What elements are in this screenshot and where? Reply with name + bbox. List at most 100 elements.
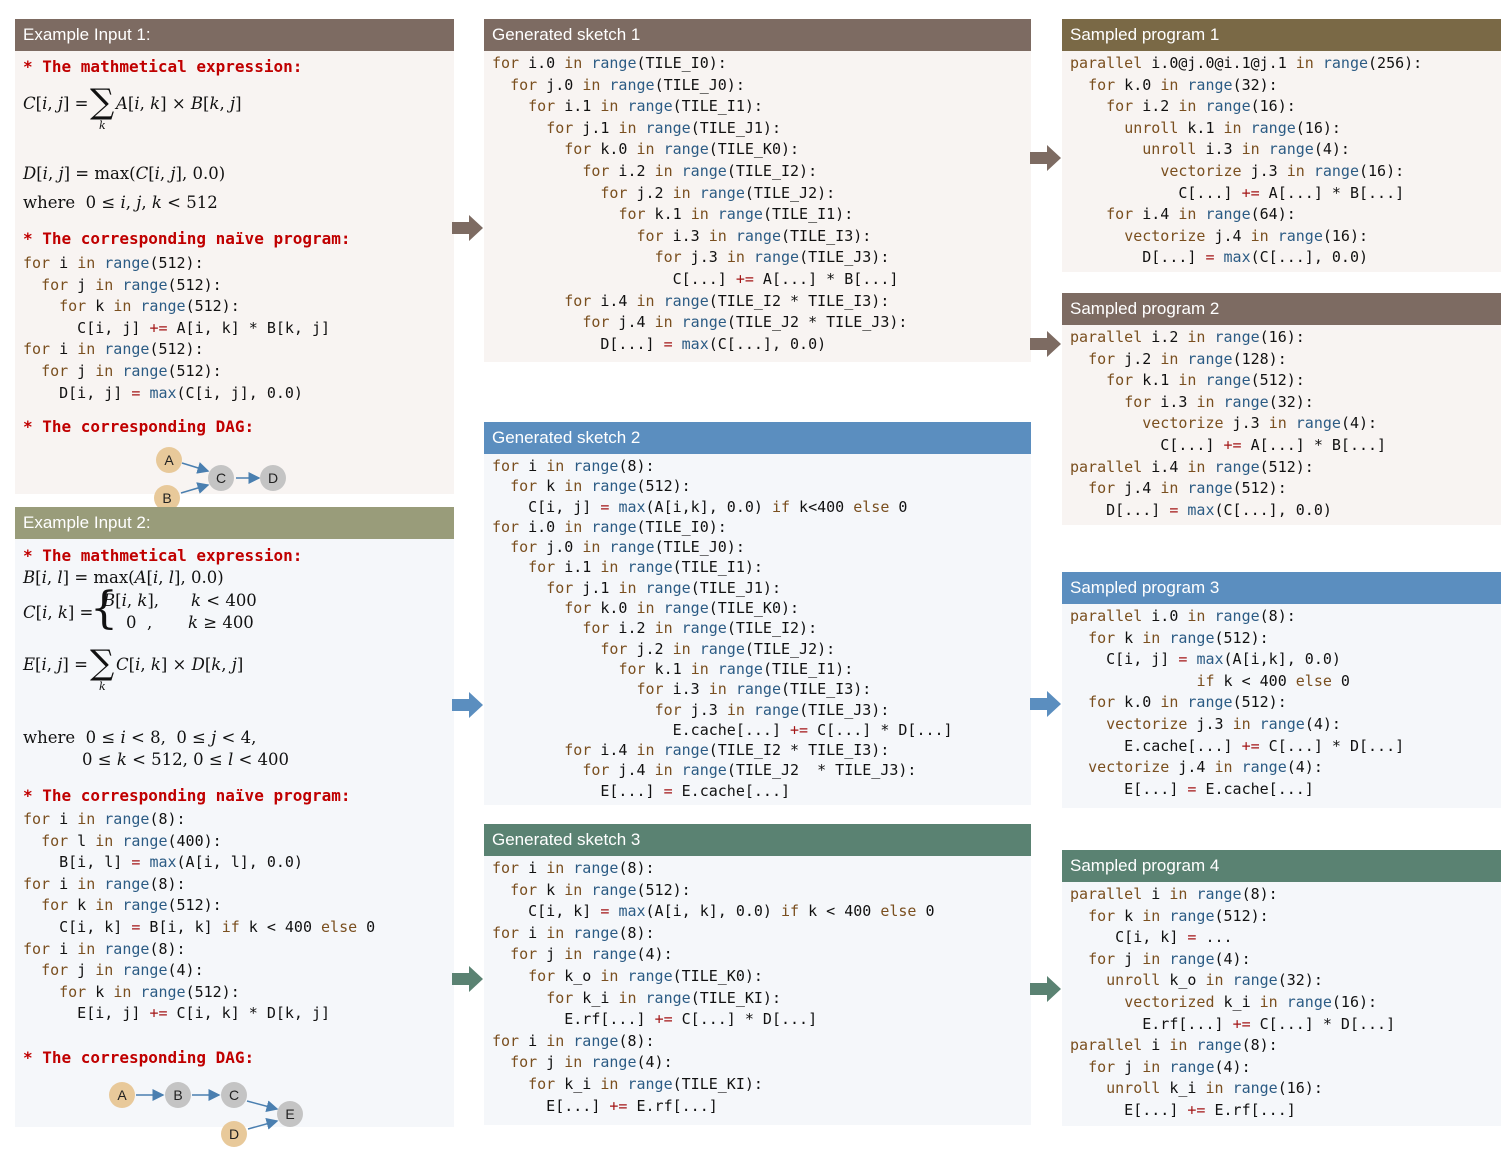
code-line: for i in range(512): xyxy=(23,340,204,359)
code-line: for k.0 in range(32): xyxy=(1088,75,1278,94)
sketch-2-title: Generated sketch 2 xyxy=(484,422,1031,454)
ex2-piecewise-lhs: C[i, k] = xyxy=(23,603,94,622)
example-input-1-panel: Example Input 1: * The mathmetical expre… xyxy=(15,19,454,511)
ex2-heading-program: * The corresponding naïve program: xyxy=(23,786,351,805)
ex1-sum-symbol: ∑ xyxy=(90,82,115,122)
program-3-code: parallel i.0 in range(8): for k in range… xyxy=(1062,604,1501,800)
example-input-2-panel: Example Input 2: * The mathmetical expre… xyxy=(15,507,454,1147)
program-1-code: parallel i.0@j.0@i.1@j.1 in range(256): … xyxy=(1062,51,1501,269)
code-line: E[...] += E.rf[...] xyxy=(1070,1100,1296,1119)
code-line: for k.1 in range(TILE_I1): xyxy=(618,205,854,224)
program-4-body: parallel i in range(8): for k in range(5… xyxy=(1062,882,1501,1126)
ex2-math-3-lhs: E[i, j] = xyxy=(23,655,94,674)
example-input-2-body: * The mathmetical expression: B[i, l] = … xyxy=(15,539,454,1147)
code-line: C[...] += A[...] * B[...] xyxy=(1070,183,1405,202)
code-line: for j.4 in range(TILE_J2 * TILE_J3): xyxy=(582,761,917,780)
code-line: for j.4 in range(512): xyxy=(1088,479,1287,498)
code-line: if k < 400 else 0 xyxy=(1196,671,1350,690)
code-line: E.cache[...] += C[...] * D[...] xyxy=(492,720,953,739)
code-line: E.rf[...] += C[...] * D[...] xyxy=(1070,1014,1396,1033)
code-line: vectorize j.3 in range(16): xyxy=(1160,161,1405,180)
arrow-sketch2-to-program3 xyxy=(1030,691,1061,717)
code-line: for k.1 in range(512): xyxy=(1106,371,1305,390)
code-line: for i.4 in range(TILE_I2 * TILE_I3): xyxy=(564,741,890,760)
code-line: for k in range(512): xyxy=(1088,906,1269,925)
program-1-body: parallel i.0@j.0@i.1@j.1 in range(256): … xyxy=(1062,51,1501,272)
code-line: for i.4 in range(TILE_I2 * TILE_I3): xyxy=(564,291,890,310)
sketch-3-panel: Generated sketch 3 for i in range(8): fo… xyxy=(484,824,1031,1125)
code-line: for k_i in range(TILE_KI): xyxy=(546,988,781,1007)
code-line: for i.0 in range(TILE_I0): xyxy=(492,54,727,72)
code-line: E[...] += E.rf[...] xyxy=(492,1096,718,1115)
code-line: vectorize j.4 in range(16): xyxy=(1124,226,1369,245)
code-line: for k in range(512): xyxy=(41,896,222,915)
ex2-edge-d-e xyxy=(247,1118,279,1130)
ex2-edge-c-e xyxy=(246,1100,279,1113)
code-line: for j.0 in range(TILE_J0): xyxy=(510,75,745,94)
program-3-panel: Sampled program 3 parallel i.0 in range(… xyxy=(1062,572,1501,808)
code-line: for j.2 in range(128): xyxy=(1088,349,1287,368)
code-line: for k_o in range(TILE_K0): xyxy=(528,966,763,985)
code-line: D[i, j] = max(C[i, j], 0.0) xyxy=(23,383,303,402)
code-line: for k_i in range(TILE_KI): xyxy=(528,1074,763,1093)
code-line: parallel i in range(8): xyxy=(1070,885,1278,903)
ex1-math-1-rhs: A[i, k] × B[k, j] xyxy=(116,94,242,113)
code-line: for j in range(4): xyxy=(1088,949,1251,968)
code-line: C[...] += A[...] * B[...] xyxy=(492,269,899,288)
ex1-math-line-3: where 0 ≤ i, j, k < 512 xyxy=(23,193,218,212)
code-line: unroll k_o in range(32): xyxy=(1106,971,1323,990)
code-line: parallel i.4 in range(512): xyxy=(1070,457,1314,476)
ex2-node-a xyxy=(109,1082,135,1108)
code-line: C[i, k] = ... xyxy=(1070,928,1233,947)
program-2-code: parallel i.2 in range(16): for j.2 in ra… xyxy=(1062,325,1501,521)
code-line: for i.1 in range(TILE_I1): xyxy=(528,558,763,577)
sketch-3-code: for i in range(8): for k in range(512): … xyxy=(484,856,1031,1117)
code-line: C[i, j] += A[i, k] * B[k, j] xyxy=(23,318,331,337)
ex2-node-e-label: E xyxy=(285,1106,294,1122)
sketch-2-body: for i in range(8): for k in range(512): … xyxy=(484,454,1031,805)
ex2-heading-dag: * The corresponding DAG: xyxy=(23,1048,255,1067)
code-line: E[...] = E.cache[...] xyxy=(1070,779,1314,798)
code-line: for i in range(8): xyxy=(492,859,655,877)
ex1-dag: A B C D xyxy=(154,447,286,511)
code-line: vectorized k_i in range(16): xyxy=(1124,992,1378,1011)
program-1-title: Sampled program 1 xyxy=(1062,19,1501,51)
sketch-1-body: for i.0 in range(TILE_I0): for j.0 in ra… xyxy=(484,51,1031,362)
program-4-code: parallel i in range(8): for k in range(5… xyxy=(1062,882,1501,1122)
code-line: D[...] = max(C[...], 0.0) xyxy=(1070,248,1369,267)
code-line: E.cache[...] += C[...] * D[...] xyxy=(1070,736,1405,755)
ex2-piecewise-cond-2: k ≥ 400 xyxy=(188,613,254,632)
code-line: for i.3 in range(TILE_I3): xyxy=(636,680,872,699)
ex2-node-b-label: B xyxy=(173,1087,182,1103)
code-line: for i in range(8): xyxy=(492,1031,655,1050)
code-line: for j.2 in range(TILE_J2): xyxy=(600,183,836,202)
sketch-1-title: Generated sketch 1 xyxy=(484,19,1031,51)
code-line: for k.1 in range(TILE_I1): xyxy=(618,659,854,678)
ex2-node-d-label: D xyxy=(229,1126,239,1142)
example-input-2-title: Example Input 2: xyxy=(15,507,454,539)
code-line: D[...] = max(C[...], 0.0) xyxy=(492,334,827,353)
program-2-body: parallel i.2 in range(16): for j.2 in ra… xyxy=(1062,325,1501,525)
ex2-piecewise-brace: { xyxy=(90,583,118,634)
code-line: for k in range(512): xyxy=(59,297,240,316)
code-line: parallel i in range(8): xyxy=(1070,1036,1278,1055)
code-line: for i in range(8): xyxy=(23,810,186,828)
code-line: for k.0 in range(TILE_K0): xyxy=(564,140,800,159)
code-line: for i in range(8): xyxy=(492,457,655,475)
ex2-piecewise-case-1: B[i, k], xyxy=(103,591,160,610)
code-line: for i.4 in range(64): xyxy=(1106,205,1296,224)
code-line: for j.3 in range(TILE_J3): xyxy=(654,700,890,719)
ex1-node-c xyxy=(208,465,234,491)
program-3-title: Sampled program 3 xyxy=(1062,572,1501,604)
code-line: unroll k_i in range(16): xyxy=(1106,1079,1323,1098)
code-line: vectorize j.4 in range(4): xyxy=(1088,758,1323,777)
code-line: for j in range(512): xyxy=(41,275,222,294)
code-line: E.rf[...] += C[...] * D[...] xyxy=(492,1010,818,1029)
arrow-sketch1-to-program1 xyxy=(1030,145,1061,171)
code-line: for k in range(512): xyxy=(1088,628,1269,647)
ex1-node-d xyxy=(260,465,286,491)
ex1-node-d-label: D xyxy=(268,470,278,486)
code-line: for i.2 in range(16): xyxy=(1106,97,1296,116)
code-line: vectorize j.3 in range(4): xyxy=(1142,414,1378,433)
code-line: C[i, k] = B[i, k] if k < 400 else 0 xyxy=(23,917,376,936)
